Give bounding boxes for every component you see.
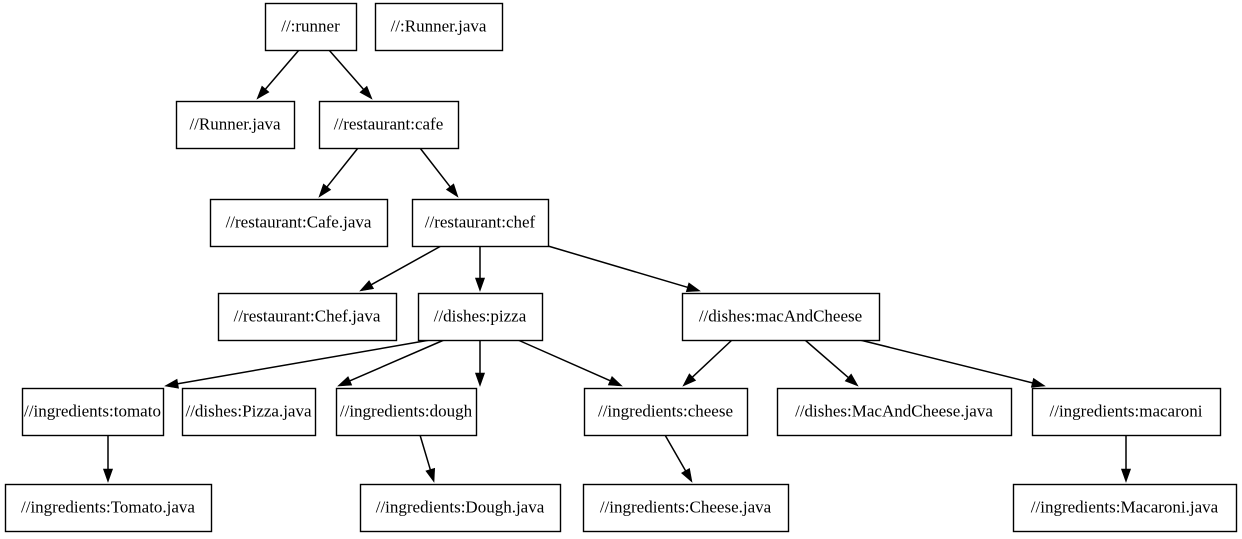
graph-node-restaurant-cafe[interactable]: //restaurant:cafe: [318, 100, 460, 150]
node-box[interactable]: [359, 483, 562, 533]
node-label: //:runner: [281, 16, 340, 35]
node-box[interactable]: [264, 2, 358, 52]
node-box[interactable]: [411, 198, 550, 248]
node-box[interactable]: [209, 198, 389, 248]
graph-node-runner-java[interactable]: //Runner.java: [175, 100, 296, 150]
graph-edge: [359, 245, 442, 292]
node-label: //restaurant:chef: [425, 212, 536, 231]
arrowhead-icon: [1120, 468, 1132, 483]
node-box[interactable]: [181, 387, 317, 437]
graph-edge: [547, 245, 701, 293]
arrowhead-icon: [844, 373, 859, 387]
graph-node-ingredients-macaroni[interactable]: //ingredients:macaroni: [1031, 387, 1222, 437]
node-box[interactable]: [318, 100, 460, 150]
node-box[interactable]: [1031, 387, 1222, 437]
graph-edge: [419, 434, 436, 483]
graph-edge: [102, 435, 114, 483]
arrowhead-icon: [102, 468, 114, 483]
arrowhead-icon: [256, 85, 270, 100]
arrowhead-icon: [682, 373, 697, 387]
node-label: //ingredients:cheese: [598, 401, 733, 420]
graph-node-ingredients-tomato[interactable]: //ingredients:tomato: [21, 387, 165, 437]
node-label: //restaurant:cafe: [334, 114, 444, 133]
graph-edge: [859, 339, 1046, 388]
arrowhead-icon: [474, 372, 486, 387]
graph-node-ingredients-dough-java[interactable]: //ingredients:Dough.java: [359, 483, 562, 533]
graph-edge: [419, 147, 459, 198]
node-box[interactable]: [681, 292, 881, 342]
arrowhead-icon: [359, 85, 373, 100]
graph-node-runner[interactable]: //:runner: [264, 2, 358, 52]
node-label: //dishes:macAndCheese: [699, 306, 862, 325]
graph-node-restaurant-cafe-java[interactable]: //restaurant:Cafe.java: [209, 198, 389, 248]
graph-node-ingredients-cheese-java[interactable]: //ingredients:Cheese.java: [582, 483, 790, 533]
graph-node-dishes-pizza-java[interactable]: //dishes:Pizza.java: [181, 387, 317, 437]
graph-edge: [318, 147, 359, 198]
graph-node-ingredients-tomato-java[interactable]: //ingredients:Tomato.java: [4, 483, 213, 533]
node-label: //restaurant:Chef.java: [234, 306, 381, 325]
node-label: //ingredients:Tomato.java: [21, 497, 195, 516]
graph-node-runner-java-root[interactable]: //:Runner.java: [374, 2, 504, 52]
node-box[interactable]: [1012, 483, 1238, 533]
node-box[interactable]: [776, 387, 1013, 437]
arrowhead-icon: [425, 467, 436, 483]
node-box[interactable]: [217, 292, 398, 342]
graph-edge: [682, 339, 733, 387]
node-label: //ingredients:tomato: [24, 401, 161, 420]
node-box[interactable]: [582, 483, 790, 533]
node-label: //ingredients:dough: [340, 401, 473, 420]
graph-edge: [804, 339, 859, 387]
edge-layer: [102, 49, 1132, 483]
graph-edge: [1120, 435, 1132, 483]
node-label: //ingredients:Macaroni.java: [1031, 497, 1219, 516]
graph-node-ingredients-macaroni-java[interactable]: //ingredients:Macaroni.java: [1012, 483, 1238, 533]
graph-edge: [517, 339, 623, 387]
node-label: //ingredients:Cheese.java: [600, 497, 772, 516]
node-box[interactable]: [417, 292, 544, 342]
node-label: //ingredients:macaroni: [1050, 401, 1203, 420]
graph-edge: [164, 339, 431, 389]
graph-node-restaurant-chef[interactable]: //restaurant:chef: [411, 198, 550, 248]
node-label: //Runner.java: [189, 114, 281, 133]
graph-edge: [474, 340, 486, 387]
node-box[interactable]: [21, 387, 165, 437]
graph-node-dishes-pizza[interactable]: //dishes:pizza: [417, 292, 544, 342]
graph-edge: [474, 246, 486, 292]
graph-edge: [337, 339, 445, 387]
node-box[interactable]: [4, 483, 213, 533]
arrowhead-icon: [445, 183, 459, 198]
arrowhead-icon: [681, 467, 693, 483]
graph-node-ingredients-cheese[interactable]: //ingredients:cheese: [583, 387, 749, 437]
node-label: //:Runner.java: [391, 16, 487, 35]
arrowhead-icon: [337, 376, 353, 387]
graph-edge: [328, 49, 373, 100]
arrowhead-icon: [164, 378, 179, 389]
node-box[interactable]: [335, 387, 478, 437]
node-label: //dishes:pizza: [434, 306, 527, 325]
node-label: //ingredients:Dough.java: [376, 497, 545, 516]
node-label: //dishes:Pizza.java: [185, 401, 312, 420]
graph-edge: [664, 434, 693, 483]
arrowhead-icon: [607, 376, 623, 387]
graph-node-dishes-macandcheese[interactable]: //dishes:macAndCheese: [681, 292, 881, 342]
node-box[interactable]: [583, 387, 749, 437]
graph-node-restaurant-chef-java[interactable]: //restaurant:Chef.java: [217, 292, 398, 342]
arrowhead-icon: [685, 282, 701, 293]
node-layer: //:runner //:Runner.java //Runner.java //re…: [4, 2, 1238, 533]
arrowhead-icon: [359, 280, 375, 292]
arrowhead-icon: [474, 277, 486, 292]
arrowhead-icon: [1030, 377, 1046, 388]
arrowhead-icon: [318, 183, 332, 198]
node-label: //dishes:MacAndCheese.java: [795, 401, 993, 420]
graph-node-ingredients-dough[interactable]: //ingredients:dough: [335, 387, 478, 437]
node-box[interactable]: [374, 2, 504, 52]
graph-edge: [256, 49, 300, 100]
node-box[interactable]: [175, 100, 296, 150]
graph-node-dishes-macandcheese-java[interactable]: //dishes:MacAndCheese.java: [776, 387, 1013, 437]
node-label: //restaurant:Cafe.java: [226, 212, 372, 231]
